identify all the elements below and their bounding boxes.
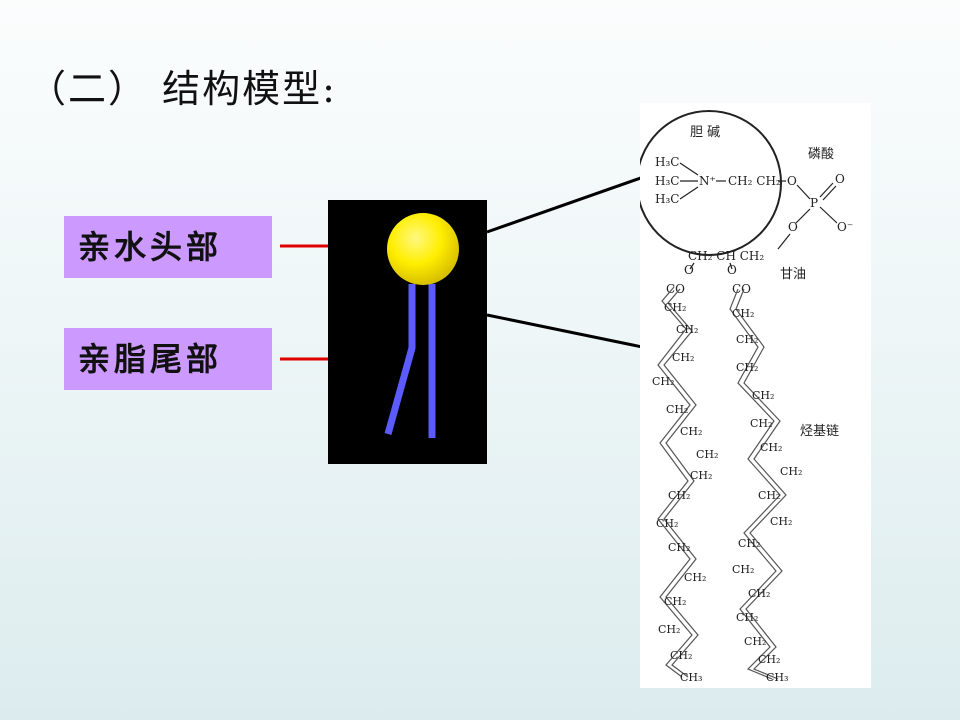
carbonyl-group: CO bbox=[666, 282, 685, 296]
chain-unit: CH₂ bbox=[652, 375, 674, 388]
bond bbox=[729, 262, 733, 270]
chemical-structure-panel: 胆 碱 磷酸 甘油 烃基链 H₃C H₃C H₃C N⁺ CH₂ CH₂ O P… bbox=[636, 103, 871, 688]
bond bbox=[819, 206, 838, 224]
chain-unit: CH₂ bbox=[736, 611, 758, 624]
nitrogen-atom: N⁺ bbox=[699, 174, 716, 188]
head-ball bbox=[387, 213, 459, 285]
chain-unit: CH₂ bbox=[736, 333, 758, 346]
phosphate-oxygen: O bbox=[835, 172, 845, 186]
bond bbox=[777, 233, 791, 250]
head-zoom-line bbox=[486, 172, 653, 234]
hydrophilic-head-label: 亲水头部 bbox=[64, 216, 272, 278]
chain-unit: CH₂ bbox=[758, 489, 780, 502]
chain-unit: CH₂ bbox=[770, 515, 792, 528]
ester-oxygen: O bbox=[727, 263, 737, 277]
chain-unit: CH₂ bbox=[760, 441, 782, 454]
chain-unit: CH₂ bbox=[664, 595, 686, 608]
chain-unit: CH₂ bbox=[738, 537, 760, 550]
chain-unit: CH₂ bbox=[748, 587, 770, 600]
chain-unit: CH₂ bbox=[684, 571, 706, 584]
tail-zoom-line bbox=[486, 313, 658, 352]
phosphate-label: 磷酸 bbox=[808, 147, 834, 162]
tail-stick-left bbox=[384, 284, 416, 435]
bond bbox=[796, 184, 811, 200]
phospholipid-model-graphic bbox=[384, 213, 459, 438]
chain-end: CH₃ bbox=[766, 671, 788, 684]
choline-label: 胆 碱 bbox=[690, 125, 720, 140]
bond bbox=[822, 185, 837, 201]
chain-unit: CH₂ bbox=[696, 448, 718, 461]
hydrocarbon-chain-label: 烃基链 bbox=[800, 424, 839, 439]
glycerol-backbone: CH₂ CH CH₂ bbox=[688, 249, 764, 263]
left-fatty-acid-chain: CH₂ CH₂ CH₂ CH₂ CH₂ CH₂ CH₂ CH₂ CH₂ CH₂ … bbox=[652, 286, 718, 684]
chain-unit: CH₂ bbox=[758, 653, 780, 666]
chain-unit: CH₂ bbox=[664, 301, 686, 314]
bond bbox=[679, 162, 699, 176]
bond bbox=[679, 186, 699, 200]
glycerol-label: 甘油 bbox=[780, 267, 806, 282]
phospholipid-model bbox=[328, 200, 487, 464]
chain-unit: CH₂ bbox=[670, 649, 692, 662]
methyl-group: H₃C bbox=[655, 174, 679, 188]
bond bbox=[795, 208, 811, 224]
chain-unit: CH₂ bbox=[732, 307, 754, 320]
phosphate-oxygen: O bbox=[787, 174, 797, 188]
chain-unit: CH₂ bbox=[752, 389, 774, 402]
chain-unit: CH₂ bbox=[732, 563, 754, 576]
bond bbox=[819, 182, 834, 198]
chain-unit: CH₂ bbox=[658, 623, 680, 636]
chain-unit: CH₂ bbox=[744, 635, 766, 648]
right-fatty-acid-chain: CH₂ CH₂ CH₂ CH₂ CH₂ CH₂ CH₂ CH₂ CH₂ CH₂ … bbox=[729, 288, 802, 684]
chain-unit: CH₂ bbox=[656, 517, 678, 530]
chain-unit: CH₂ bbox=[690, 469, 712, 482]
chain-unit: CH₂ bbox=[780, 465, 802, 478]
chain-unit: CH₂ bbox=[680, 425, 702, 438]
bond bbox=[689, 262, 695, 270]
chain-end: CH₃ bbox=[680, 671, 702, 684]
chain-unit: CH₂ bbox=[676, 323, 698, 336]
phosphorus-atom: P bbox=[810, 196, 818, 210]
chain-unit: CH₂ bbox=[668, 489, 690, 502]
methyl-group: H₃C bbox=[655, 192, 679, 206]
chain-unit: CH₂ bbox=[736, 361, 758, 374]
phosphate-oxygen: O⁻ bbox=[837, 220, 853, 234]
methyl-group: H₃C bbox=[655, 155, 679, 169]
chain-unit: CH₂ bbox=[750, 417, 772, 430]
chain-unit: CH₂ bbox=[668, 541, 690, 554]
chain-unit: CH₂ bbox=[672, 351, 694, 364]
hydrophobic-tail-label: 亲脂尾部 bbox=[64, 328, 272, 390]
ester-oxygen: O bbox=[684, 263, 694, 277]
phospholipid-structure: 胆 碱 磷酸 甘油 烃基链 H₃C H₃C H₃C N⁺ CH₂ CH₂ O P… bbox=[636, 110, 853, 684]
chain-unit: CH₂ bbox=[666, 403, 688, 416]
choline-chain: CH₂ CH₂ bbox=[728, 174, 781, 188]
slide-title: （二） 结构模型: bbox=[28, 67, 337, 111]
phosphate-oxygen: O bbox=[788, 220, 798, 234]
